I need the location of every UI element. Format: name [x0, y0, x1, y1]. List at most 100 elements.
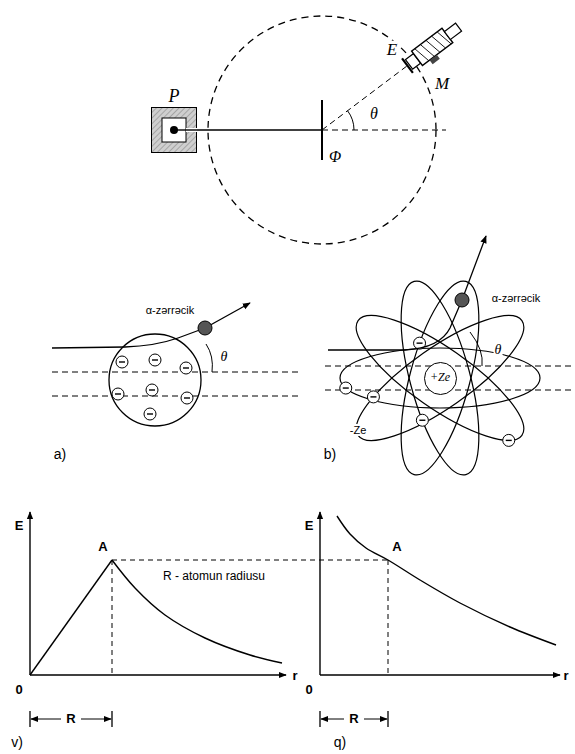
microscope [402, 20, 467, 77]
axis-dashed [322, 130, 446, 131]
tube-stripe [420, 42, 434, 59]
view-dashed [322, 65, 408, 130]
field-curve [337, 516, 556, 645]
particle-label: α-zərrəcik [145, 304, 196, 316]
field-curve [112, 560, 282, 663]
panel-label: a) [53, 447, 67, 462]
charge-label: -Ze [349, 424, 368, 436]
alpha-particle [198, 321, 212, 335]
origin-label: 0 [304, 683, 313, 697]
electron-minus [506, 440, 512, 441]
electron-orbit [385, 274, 495, 483]
electron-minus [149, 389, 155, 390]
x-axis [30, 674, 286, 675]
node-text: +Ze [430, 371, 450, 384]
y-axis [29, 512, 30, 675]
housing [152, 108, 197, 153]
note-label: R - atomun radiusu [162, 570, 266, 583]
dimension-label: R [348, 712, 359, 726]
electron-minus [119, 361, 125, 362]
alpha-particle [455, 293, 469, 307]
dimension-arrow [321, 719, 344, 720]
angle-arc [206, 344, 212, 372]
alpha-trajectory [52, 328, 205, 348]
dashed-guide [112, 560, 388, 561]
knob [430, 55, 440, 64]
tick [319, 711, 320, 727]
electron-minus [370, 396, 376, 397]
tube-stripe [432, 34, 446, 51]
particle-label: α-zərrəcik [491, 292, 542, 304]
foil [321, 100, 323, 160]
x-axis [320, 674, 560, 675]
electron-minus [183, 367, 189, 368]
tick [387, 711, 388, 727]
tube-stripe [437, 30, 451, 47]
electron [146, 384, 158, 396]
angle-arc [348, 111, 354, 130]
microscope-label: M [434, 75, 450, 94]
dashed-guide [52, 396, 300, 397]
electron-orbit [341, 296, 539, 460]
electron-orbit [341, 296, 539, 460]
axis-label: E [304, 519, 315, 533]
foil-label: Φ [328, 148, 342, 166]
angle-label: θ [369, 105, 379, 123]
panel-label: q) [333, 735, 347, 750]
tick [29, 711, 30, 727]
electron [340, 382, 352, 394]
alpha-trajectory [205, 303, 250, 328]
point-label: A [97, 540, 108, 554]
dimension-arrow [31, 719, 61, 720]
electron-orbit [340, 348, 540, 408]
node-text: P [151, 87, 197, 107]
beam-line [196, 129, 322, 130]
electron-minus [417, 342, 423, 343]
eyepiece [444, 23, 461, 39]
electron-minus [147, 413, 153, 414]
dashed-guide [112, 560, 113, 675]
electron-minus [343, 387, 349, 388]
alpha-trajectory [462, 236, 486, 300]
electron-minus [115, 393, 121, 394]
source-dot [170, 126, 178, 134]
atom-sphere [109, 334, 201, 426]
angle-label: θ [494, 342, 503, 357]
electron [416, 414, 428, 426]
axis-label: E [14, 519, 25, 533]
angle-arc [470, 332, 482, 366]
tube-stripe [415, 46, 429, 63]
electron [149, 354, 161, 366]
dimension-arrow [81, 719, 111, 720]
electron [112, 388, 124, 400]
tube-stripe [426, 38, 440, 55]
electron-minus [184, 397, 190, 398]
electron [181, 392, 193, 404]
point-label: A [391, 540, 402, 554]
nucleus-circle: +Ze [424, 362, 457, 395]
dashed-guide [388, 560, 389, 675]
alpha-trajectory [328, 300, 462, 350]
electron [367, 391, 379, 403]
origin-label: 0 [14, 683, 23, 697]
electron-orbit [385, 274, 495, 483]
electron [144, 408, 156, 420]
field-curve [30, 560, 112, 675]
electron [503, 434, 515, 446]
electron-minus [152, 359, 158, 360]
dimension-label: R [65, 712, 76, 726]
axis-label: r [562, 669, 569, 683]
y-axis [319, 512, 320, 675]
electron-minus [419, 420, 425, 421]
source-box: P [151, 87, 197, 153]
angle-label: θ [220, 349, 229, 364]
electron [180, 362, 192, 374]
source-housing [151, 107, 197, 153]
screen-label: E [386, 41, 398, 60]
axis-label: r [291, 669, 298, 683]
dimension-arrow [364, 719, 387, 720]
panel-label: b) [323, 447, 337, 462]
tick [111, 711, 112, 727]
